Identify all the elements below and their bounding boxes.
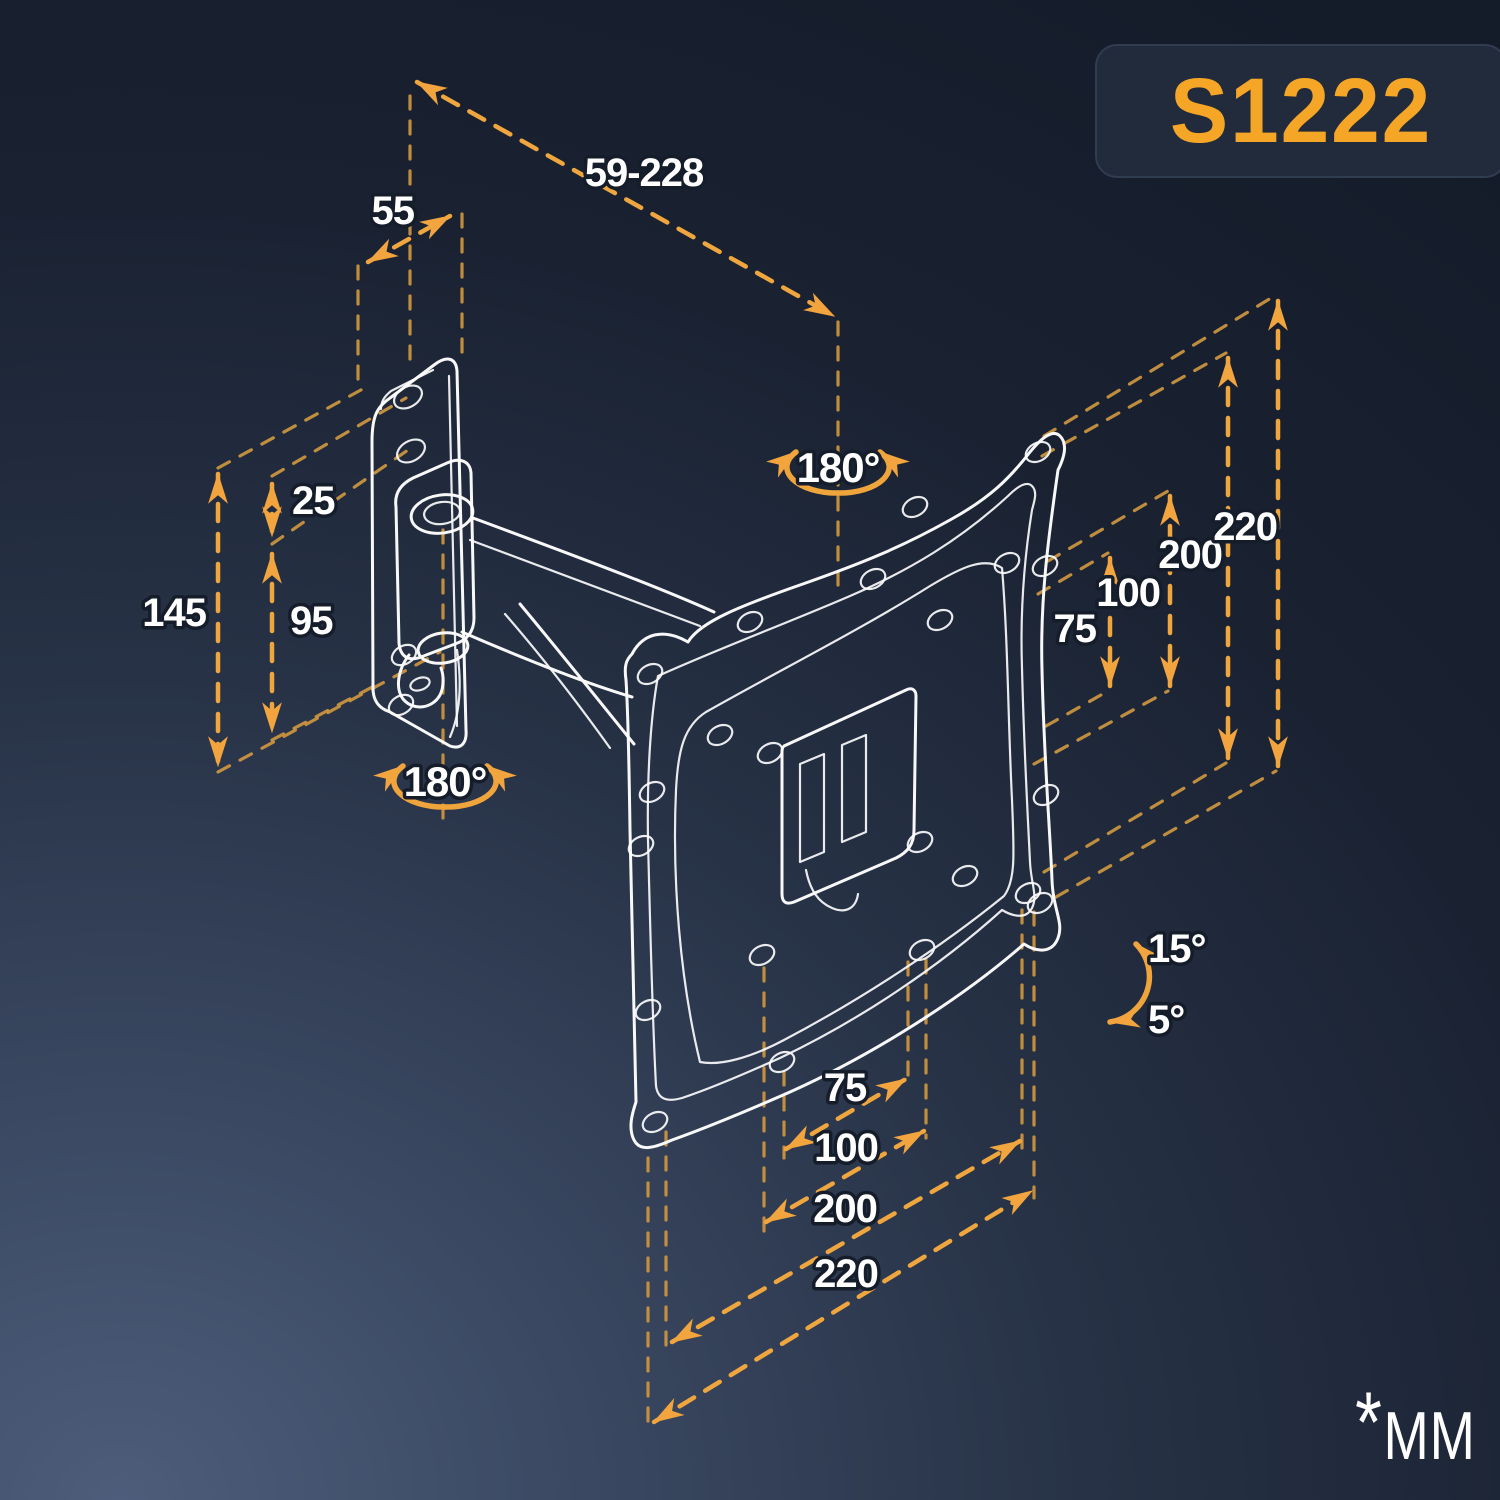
wall-plate-drawing [370, 357, 468, 749]
dimension-labels: 145 25 95 55 59-228 180° 180° 75 100 200… [139, 148, 1282, 1300]
dim-v75-label: 75 [1054, 607, 1097, 651]
dim-95-label: 95 [290, 599, 333, 643]
projection-guides [216, 94, 1278, 1434]
dim-h100-label: 100 [814, 1126, 878, 1170]
dim-25-label: 25 [292, 479, 335, 523]
dim-h75-line [783, 1076, 909, 1152]
dim-v220-label: 220 [1213, 505, 1277, 549]
dim-h220-label: 220 [814, 1252, 878, 1296]
tilt-up-label: 15° [1148, 927, 1206, 971]
dim-55-label: 55 [372, 189, 415, 233]
vesa-plate-drawing [623, 431, 1066, 1149]
units-note: * MM [1355, 1380, 1476, 1470]
tilt-down-label: 5° [1148, 998, 1184, 1042]
dim-h220-line [651, 1188, 1035, 1425]
vesa-holes [627, 440, 1060, 1134]
dimension-lines [208, 79, 1288, 1425]
dim-v200-label: 200 [1158, 533, 1222, 577]
units-asterisk: * [1355, 1375, 1383, 1471]
swivel-top-label: 180° [797, 444, 880, 491]
hinge-drawing [394, 458, 476, 739]
dim-extension-line [414, 79, 837, 319]
dim-h200-line [669, 1138, 1023, 1345]
swivel-bottom-label: 180° [404, 758, 487, 805]
dim-145-label: 145 [142, 591, 206, 635]
units-label: MM [1383, 1398, 1476, 1474]
swivel-top-icon [766, 449, 910, 496]
model-badge: S1222 [1095, 44, 1500, 178]
arm-drawing [460, 516, 716, 750]
dim-v100-label: 100 [1096, 571, 1160, 615]
dim-h75-label: 75 [824, 1066, 867, 1110]
dim-extension-label: 59-228 [585, 151, 704, 195]
swivel-bottom-icon [373, 763, 517, 810]
dim-h200-label: 200 [813, 1187, 877, 1231]
tilt-arc-icon [1107, 941, 1165, 1028]
model-number: S1222 [1169, 59, 1433, 162]
